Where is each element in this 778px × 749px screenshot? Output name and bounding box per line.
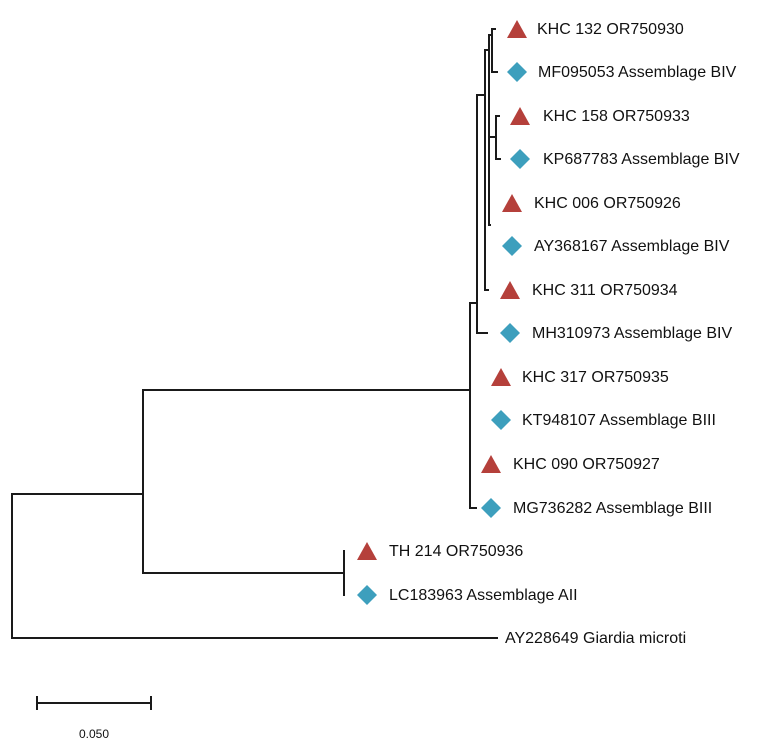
diamond-marker-icon — [510, 149, 530, 169]
diamond-marker-icon — [500, 323, 520, 343]
diamond-marker-icon — [502, 236, 522, 256]
leaf-label: KHC 317 OR750935 — [522, 369, 669, 386]
leaf-label: AY368167 Assemblage BIV — [534, 238, 730, 255]
triangle-marker-icon — [502, 194, 522, 212]
leaf-label: KHC 090 OR750927 — [513, 456, 660, 473]
triangle-marker-icon — [507, 20, 527, 38]
triangle-marker-icon — [510, 107, 530, 125]
leaf-label: KHC 158 OR750933 — [543, 108, 690, 125]
triangle-marker-icon — [491, 368, 511, 386]
leaf-label: KHC 132 OR750930 — [537, 21, 684, 38]
leaf-label: MH310973 Assemblage BIV — [532, 325, 732, 342]
leaf-label: AY228649 Giardia microti — [505, 630, 686, 647]
diamond-marker-icon — [357, 585, 377, 605]
diamond-marker-icon — [507, 62, 527, 82]
scale-bar: 0.050 — [36, 696, 152, 741]
leaf-label: TH 214 OR750936 — [389, 543, 523, 560]
leaf-label: LC183963 Assemblage AII — [389, 587, 578, 604]
leaf-label: KP687783 Assemblage BIV — [543, 151, 740, 168]
triangle-marker-icon — [481, 455, 501, 473]
leaf-label: MF095053 Assemblage BIV — [538, 64, 737, 81]
leaf-markers — [357, 20, 530, 605]
triangle-marker-icon — [357, 542, 377, 560]
leaf-label: KT948107 Assemblage BIII — [522, 412, 716, 429]
leaf-label: MG736282 Assemblage BIII — [513, 500, 712, 517]
diamond-marker-icon — [491, 410, 511, 430]
leaf-label: KHC 311 OR750934 — [532, 282, 678, 299]
tree-branches — [11, 28, 501, 639]
diamond-marker-icon — [481, 498, 501, 518]
triangle-marker-icon — [500, 281, 520, 299]
scale-bar-label: 0.050 — [79, 727, 109, 741]
leaf-labels: KHC 132 OR750930 MF095053 Assemblage BIV… — [389, 21, 740, 647]
leaf-label: KHC 006 OR750926 — [534, 195, 681, 212]
